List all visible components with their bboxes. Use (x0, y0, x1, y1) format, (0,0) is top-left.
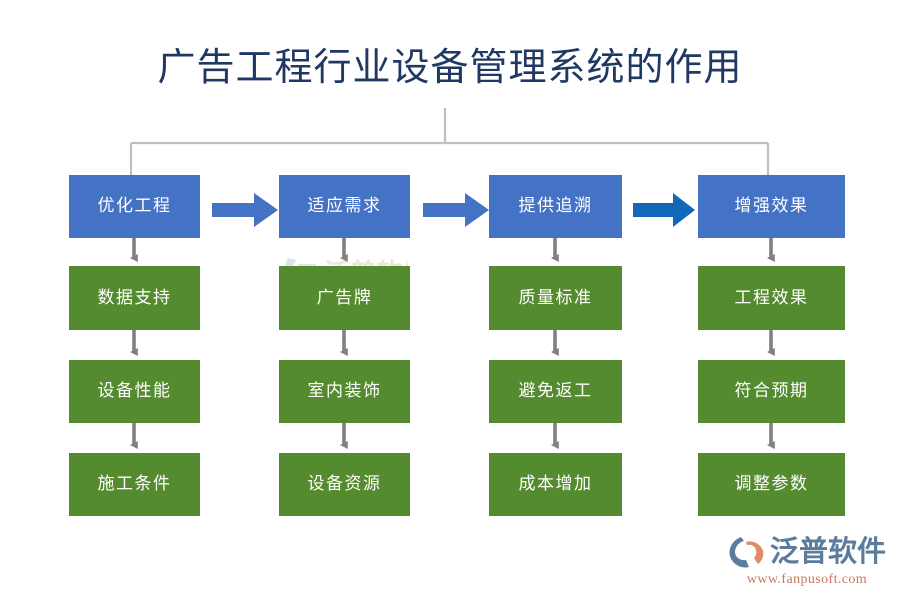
brand-row: 泛普软件 (728, 535, 886, 569)
brand-url: www.fanpusoft.com (746, 572, 868, 587)
brand-logo: 泛普软件 www.fanpusoft.com (728, 535, 886, 588)
stage-box-3[interactable]: 提供追溯 (489, 175, 622, 238)
detail-box-3-1[interactable]: 质量标准 (489, 266, 622, 330)
arrow-stage-3-to-4 (633, 193, 695, 227)
detail-box-2-2[interactable]: 室内装饰 (279, 360, 410, 423)
detail-box-1-2[interactable]: 设备性能 (69, 360, 200, 423)
detail-box-1-1[interactable]: 数据支持 (69, 266, 200, 330)
brand-mark-icon (729, 537, 764, 568)
stage-box-4[interactable]: 增强效果 (698, 175, 845, 238)
detail-box-1-3[interactable]: 施工条件 (69, 453, 200, 516)
arrow-stage-1-to-2 (212, 193, 278, 227)
detail-box-4-3[interactable]: 调整参数 (698, 453, 845, 516)
detail-box-4-2[interactable]: 符合预期 (698, 360, 845, 423)
detail-box-2-1[interactable]: 广告牌 (279, 266, 410, 330)
stage-box-2[interactable]: 适应需求 (279, 175, 410, 238)
stage-box-1[interactable]: 优化工程 (69, 175, 200, 238)
detail-box-4-1[interactable]: 工程效果 (698, 266, 845, 330)
page-title: 广告工程行业设备管理系统的作用 (157, 47, 743, 89)
brand-name: 泛普软件 (769, 535, 886, 568)
detail-box-2-3[interactable]: 设备资源 (279, 453, 410, 516)
title-bracket (129, 108, 770, 175)
arrow-stage-2-to-3 (423, 193, 489, 227)
detail-box-3-3[interactable]: 成本增加 (489, 453, 622, 516)
detail-box-3-2[interactable]: 避免返工 (489, 360, 622, 423)
